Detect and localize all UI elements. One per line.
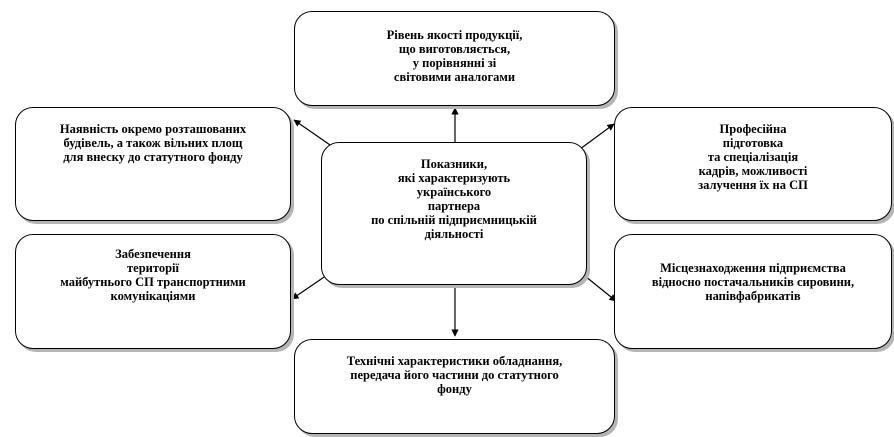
box-buildings-availability: Наявність окремо розташованих будівель, …	[15, 107, 291, 221]
box-equipment-characteristics-text: Технічні характеристики обладнання, пере…	[346, 354, 563, 396]
box-transport-communications-text: Забезпечення території майбутнього СП тр…	[60, 247, 246, 303]
box-enterprise-location-text: Місцезнаходження підприємства відносно п…	[651, 261, 855, 303]
box-partner-indicators-text: Показники, які характеризують українсько…	[371, 157, 537, 241]
box-equipment-characteristics: Технічні характеристики обладнання, пере…	[294, 339, 615, 434]
box-staff-training-text: Професійна підготовка та спеціалізація к…	[698, 122, 808, 192]
arrow-to-left-top	[293, 119, 334, 148]
box-staff-training: Професійна підготовка та спеціалізація к…	[614, 107, 892, 221]
arrow-to-right-bottom	[579, 271, 617, 302]
box-enterprise-location: Місцезнаходження підприємства відносно п…	[614, 234, 892, 349]
box-partner-indicators: Показники, які характеризують українсько…	[321, 142, 587, 285]
box-transport-communications: Забезпечення території майбутнього СП тр…	[15, 234, 291, 349]
box-buildings-availability-text: Наявність окремо розташованих будівель, …	[59, 122, 247, 164]
box-product-quality-text: Рівень якості продукції, що виготовляєть…	[386, 28, 523, 84]
box-product-quality: Рівень якості продукції, що виготовляєть…	[294, 11, 615, 106]
